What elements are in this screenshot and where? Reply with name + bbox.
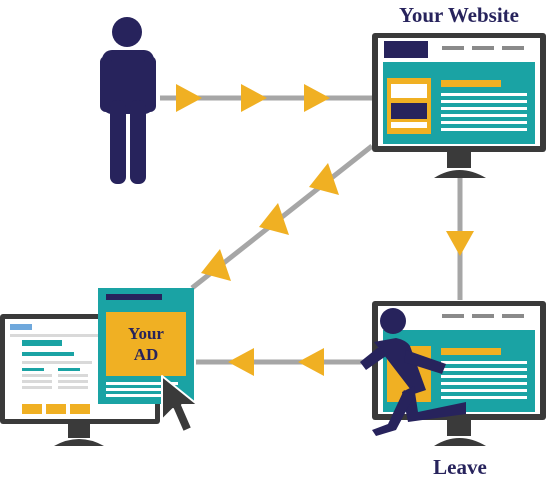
monitor-stand: [434, 438, 486, 446]
monitor-neck: [447, 420, 471, 436]
text-lines: [441, 93, 527, 131]
ad-card-header: [106, 294, 162, 300]
monitor-logo: [384, 41, 428, 58]
flow-arrows: [176, 84, 474, 376]
arrow-left-icon: [298, 348, 324, 376]
nav-bars: [442, 314, 524, 318]
ad-text-ad: AD: [134, 345, 159, 364]
your-website-label: Your Website: [399, 3, 519, 27]
arrow-down-icon: [446, 231, 474, 256]
ad-card[interactable]: Your AD: [98, 288, 194, 404]
person-running-icon: [360, 308, 466, 436]
ad-card-body: [106, 312, 186, 376]
arrow-diagonal-icon: [259, 203, 289, 235]
ad-text-your: Your: [128, 324, 164, 343]
person-standing-icon: [100, 17, 156, 184]
arrow-right-icon: [241, 84, 267, 112]
arrow-right-icon: [304, 84, 330, 112]
nav-bars: [442, 46, 524, 50]
website-monitor: [372, 33, 546, 178]
leave-label: Leave: [433, 455, 487, 479]
text-lines: [441, 361, 527, 399]
monitor-neck: [68, 424, 90, 438]
arrow-diagonal-icon: [309, 163, 339, 195]
arrow-diagonal-icon: [201, 249, 231, 281]
monitor-stand: [54, 439, 104, 446]
monitor-neck: [447, 152, 471, 168]
mouse-cursor-icon: [161, 375, 199, 433]
arrow-left-icon: [228, 348, 254, 376]
arrow-right-icon: [176, 84, 202, 112]
monitor-stand: [434, 170, 486, 178]
